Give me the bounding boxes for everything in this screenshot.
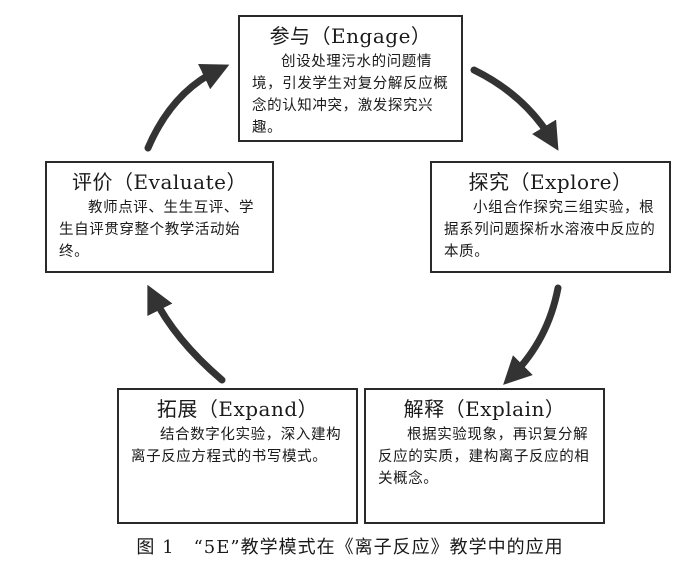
evaluate-text: 教师点评、生生互评、学生自评贯穿整个教学活动始终。 xyxy=(59,200,255,260)
figure-caption: 图 1 “5E”教学模式在《离子反应》教学中的应用 xyxy=(136,537,564,558)
arrow-expand-to-evaluate xyxy=(147,284,226,384)
arrow-engage-to-explore xyxy=(470,66,559,151)
engage-text: 创设处理污水的问题情境，引发学生对复分解反应概念的认知冲突，激发探究兴趣。 xyxy=(252,54,449,136)
evaluate-title: 评价（Evaluate） xyxy=(72,170,247,194)
engage-box: 参与（Engage） 创设处理污水的问题情境，引发学生对复分解反应概念的认知冲突… xyxy=(238,15,463,142)
expand-box: 拓展（Expand） 结合数字化实验，深入建构离子反应方程式的书写模式。 xyxy=(117,388,358,524)
explain-box: 解释（Explain） 根据实验现象，再识复分解反应的实质，建构离子反应的相关概… xyxy=(364,388,605,524)
explore-title: 探究（Explore） xyxy=(468,170,633,194)
explain-title: 解释（Explain） xyxy=(403,397,566,421)
arrow-explore-to-explain xyxy=(503,284,562,385)
expand-title: 拓展（Expand） xyxy=(156,397,319,421)
evaluate-box: 评价（Evaluate） 教师点评、生生互评、学生自评贯穿整个教学活动始终。 xyxy=(45,161,274,273)
explain-text: 根据实验现象，再识复分解反应的实质，建构离子反应的相关概念。 xyxy=(378,427,590,487)
arrow-evaluate-to-engage xyxy=(144,64,230,152)
explore-text: 小组合作探究三组实验，根据系列问题探析水溶液中反应的本质。 xyxy=(444,200,656,260)
expand-text: 结合数字化实验，深入建构离子反应方程式的书写模式。 xyxy=(131,427,342,465)
engage-title: 参与（Engage） xyxy=(269,24,432,48)
explore-box: 探究（Explore） 小组合作探究三组实验，根据系列问题探析水溶液中反应的本质… xyxy=(430,161,671,273)
